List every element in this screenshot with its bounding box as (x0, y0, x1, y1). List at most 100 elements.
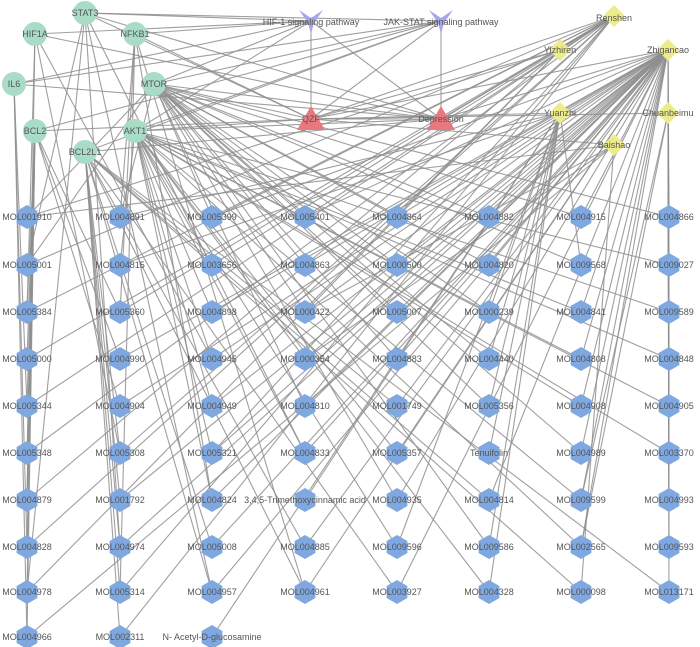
compound-node-mol004978[interactable] (16, 580, 38, 604)
compound-node-mol003656[interactable] (201, 253, 223, 277)
compound-node-mol005356[interactable] (478, 394, 500, 418)
herb-node-zhigancao[interactable] (657, 39, 679, 61)
compound-node-mol009589[interactable] (658, 300, 680, 324)
edge-Yuanzhi-MOL009596 (396, 112, 561, 548)
compound-node-mol009599[interactable] (570, 488, 592, 512)
compound-node-mol004824[interactable] (201, 488, 223, 512)
compound-node-mol005008[interactable] (201, 535, 223, 559)
compound-node-mol005321[interactable] (201, 441, 223, 465)
compound-label-mol004864: MOL004864 (372, 212, 422, 222)
compound-node-mol005360[interactable] (109, 300, 131, 324)
compound-node-mol002565[interactable] (570, 535, 592, 559)
compound-node-mol009027[interactable] (658, 253, 680, 277)
compound-node-mol004848[interactable] (658, 347, 680, 371)
target-node-mtor[interactable] (142, 72, 166, 96)
compound-node-mol005314[interactable] (109, 580, 131, 604)
compound-node-mol000354[interactable] (294, 347, 316, 371)
pathway-node-hif[interactable] (299, 10, 323, 34)
target-node-il6[interactable] (2, 72, 26, 96)
compound-node-mol004863[interactable] (294, 253, 316, 277)
compound-node-mol004989[interactable] (570, 441, 592, 465)
target-node-bcl2[interactable] (23, 119, 47, 143)
compound-node-mol013171[interactable] (658, 580, 680, 604)
compound-node-mol005001[interactable] (16, 253, 38, 277)
compound-node-3-4-5-trimethoxycinnamic-acid[interactable] (294, 488, 316, 512)
compound-node-mol005384[interactable] (16, 300, 38, 324)
herb-node-chuanbeimu[interactable] (657, 102, 679, 124)
compound-node-mol004440[interactable] (478, 347, 500, 371)
compound-node-n-acetyl-d-glucosamine[interactable] (201, 625, 223, 647)
compound-node-mol004966[interactable] (16, 625, 38, 647)
compound-node-mol005344[interactable] (16, 394, 38, 418)
compound-node-mol004820[interactable] (478, 253, 500, 277)
pathway-node-jak[interactable] (429, 10, 453, 34)
compound-node-mol000422[interactable] (294, 300, 316, 324)
compound-node-mol005348[interactable] (16, 441, 38, 465)
compound-node-mol002311[interactable] (109, 625, 131, 647)
compound-node-mol005401[interactable] (294, 205, 316, 229)
compound-node-mol009596[interactable] (386, 535, 408, 559)
compound-node-mol005399[interactable] (201, 205, 223, 229)
edge-MTOR-JAK (153, 20, 442, 85)
compound-node-mol004882[interactable] (478, 205, 500, 229)
compound-node-mol004810[interactable] (294, 394, 316, 418)
herb-node-yuanzhi[interactable] (549, 102, 571, 124)
compound-node-mol004905[interactable] (658, 394, 680, 418)
target-node-akt1[interactable] (123, 119, 147, 143)
compound-node-mol004945[interactable] (201, 347, 223, 371)
compound-node-mol004961[interactable] (294, 580, 316, 604)
compound-node-mol004908[interactable] (570, 394, 592, 418)
compound-node-mol004949[interactable] (201, 394, 223, 418)
compound-node-mol004814[interactable] (478, 488, 500, 512)
compound-node-mol004815[interactable] (109, 253, 131, 277)
compound-node-mol004866[interactable] (658, 205, 680, 229)
edge-DEP-MTOR (153, 83, 442, 120)
compound-node-mol004864[interactable] (386, 205, 408, 229)
compound-node-mol001910[interactable] (16, 205, 38, 229)
compound-node-mol009593[interactable] (658, 535, 680, 559)
compound-node-mol009568[interactable] (570, 253, 592, 277)
compound-node-mol004904[interactable] (109, 394, 131, 418)
core-node-dep[interactable] (427, 106, 455, 130)
compound-node-mol000239[interactable] (478, 300, 500, 324)
compound-node-mol004898[interactable] (201, 300, 223, 324)
compound-node-mol003927[interactable] (386, 580, 408, 604)
compound-node-mol004885[interactable] (294, 535, 316, 559)
compound-node-mol005308[interactable] (109, 441, 131, 465)
compound-node-mol000098[interactable] (570, 580, 592, 604)
compound-node-mol001749[interactable] (386, 394, 408, 418)
target-node-stat3[interactable] (73, 1, 97, 25)
compound-node-mol004935[interactable] (386, 488, 408, 512)
compound-node-mol004891[interactable] (109, 205, 131, 229)
compound-node-mol000500[interactable] (386, 253, 408, 277)
core-node-qzf[interactable] (297, 106, 325, 130)
compound-node-mol001792[interactable] (109, 488, 131, 512)
compound-node-mol004915[interactable] (570, 205, 592, 229)
compound-label-mol000354: MOL000354 (280, 354, 330, 364)
compound-node-mol004808[interactable] (570, 347, 592, 371)
compound-node-tenuifolin[interactable] (478, 441, 500, 465)
compound-node-mol004883[interactable] (386, 347, 408, 371)
compound-node-mol005007[interactable] (386, 300, 408, 324)
compound-node-mol005000[interactable] (16, 347, 38, 371)
compound-node-mol004974[interactable] (109, 535, 131, 559)
compound-node-mol004328[interactable] (478, 580, 500, 604)
compound-node-mol004957[interactable] (201, 580, 223, 604)
target-node-hif1a[interactable] (23, 22, 47, 46)
edge-Zhigancao-MOL004949 (211, 49, 669, 407)
compound-node-mol004833[interactable] (294, 441, 316, 465)
compound-node-mol009586[interactable] (478, 535, 500, 559)
compound-node-mol004828[interactable] (16, 535, 38, 559)
herb-node-baishao[interactable] (603, 134, 625, 156)
compound-node-mol004990[interactable] (109, 347, 131, 371)
herb-node-yizhiren[interactable] (549, 39, 571, 61)
compound-node-mol005357[interactable] (386, 441, 408, 465)
target-node-nfkb1[interactable] (123, 22, 147, 46)
compound-node-mol004841[interactable] (570, 300, 592, 324)
compound-node-mol004879[interactable] (16, 488, 38, 512)
compound-node-mol004993[interactable] (658, 488, 680, 512)
compound-node-mol003370[interactable] (658, 441, 680, 465)
edge-Yuanzhi-Tenuifolin (488, 112, 561, 454)
target-node-bcl2l1[interactable] (73, 140, 97, 164)
herb-node-renshen[interactable] (603, 5, 625, 27)
